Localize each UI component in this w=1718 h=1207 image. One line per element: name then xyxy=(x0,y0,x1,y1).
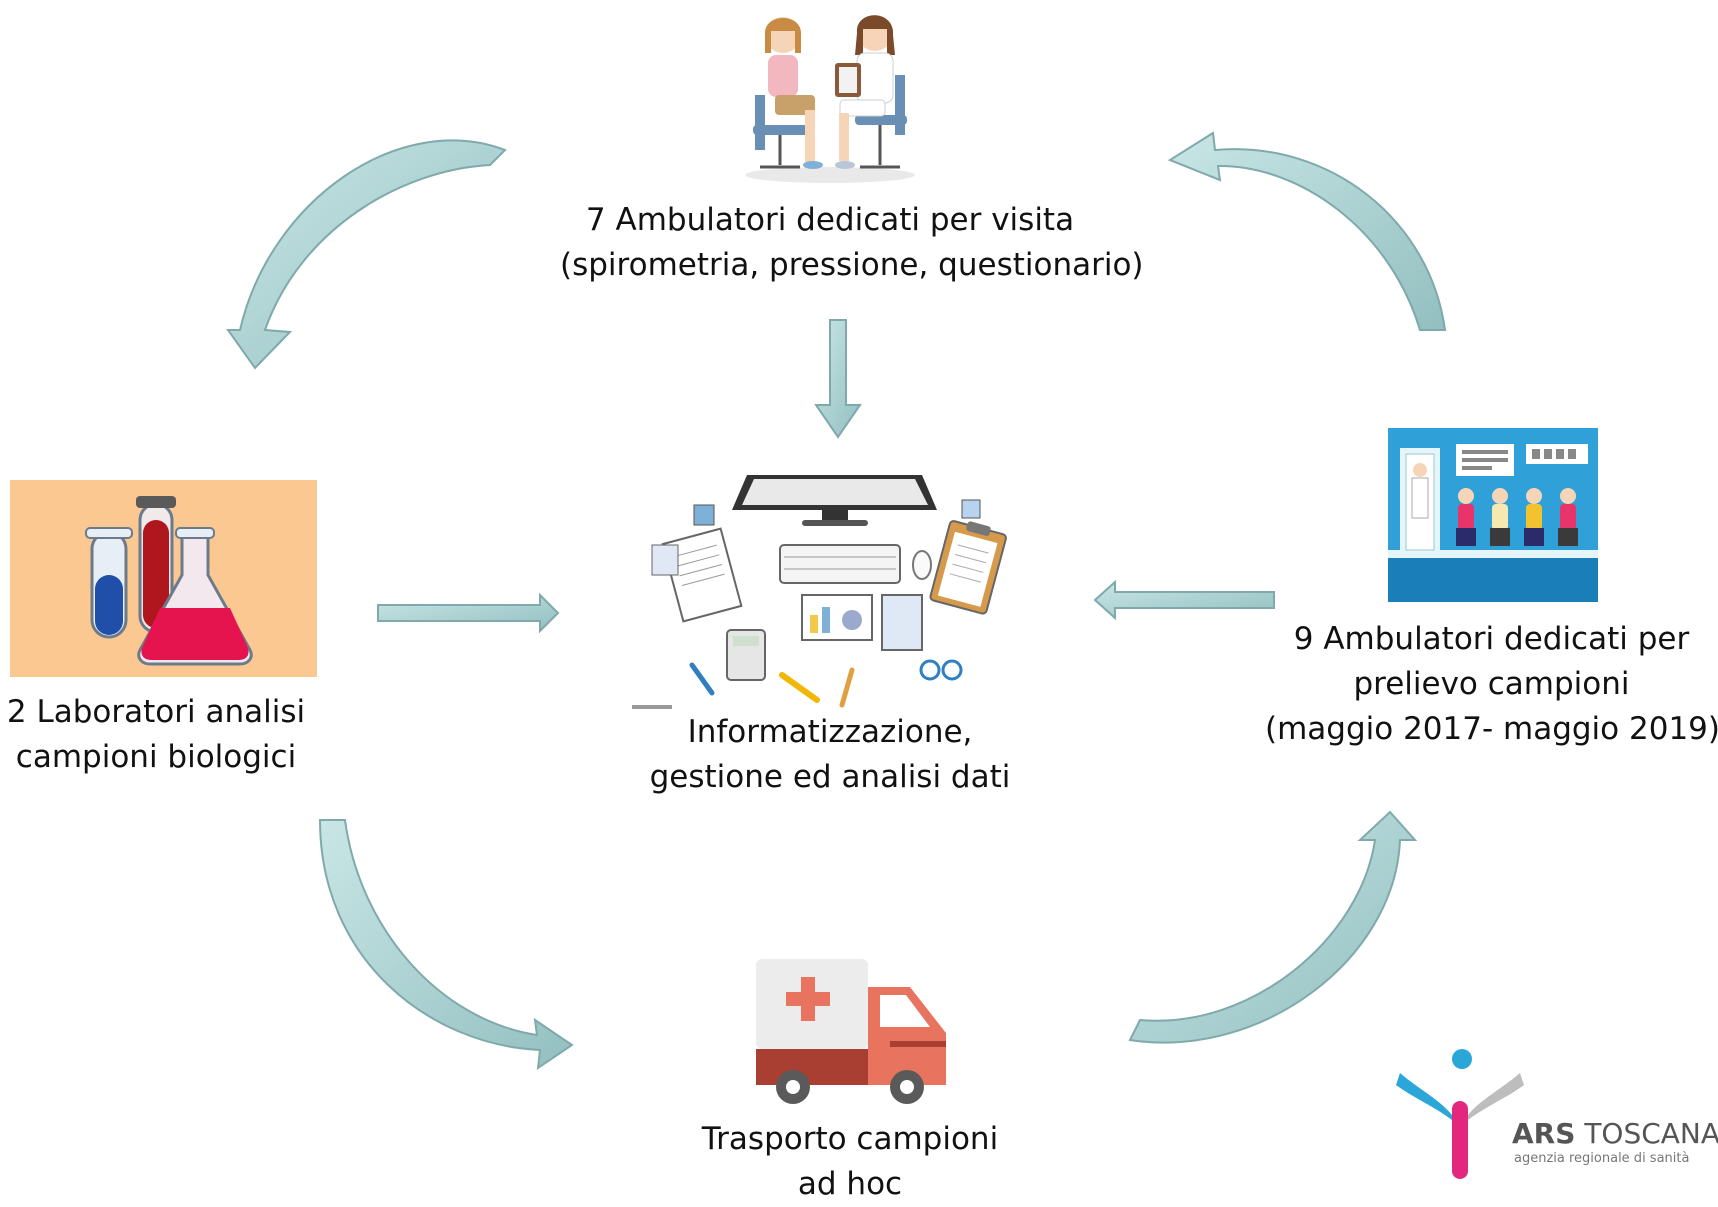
node-dati-label: Informatizzazione, gestione ed analisi d… xyxy=(600,710,1060,800)
computer-desk-data-icon xyxy=(632,475,1007,709)
ars-toscana-logo: ARS TOSCANA agenzia regionale di sanità xyxy=(1390,1045,1718,1185)
node-laboratori-label: 2 Laboratori analisi campioni biologici xyxy=(0,690,312,780)
curved-arrow-bottom-left xyxy=(318,819,574,1071)
node-dati-line-1: Informatizzazione, xyxy=(687,714,973,750)
logo-name-bold: ARS xyxy=(1512,1117,1576,1150)
node-prelievo-label: 9 Ambulatori dedicati per prelievo campi… xyxy=(1265,617,1718,752)
node-trasporto-line-1: Trasporto campioni xyxy=(701,1121,999,1157)
curved-arrow-top-left xyxy=(226,139,507,370)
curved-arrow-bottom-right xyxy=(1128,810,1418,1044)
node-laboratori-line-2: campioni biologici xyxy=(15,739,297,775)
node-trasporto-line-2: ad hoc xyxy=(797,1166,903,1202)
node-visita-label: 7 Ambulatori dedicati per visita (spirom… xyxy=(560,198,1144,288)
node-prelievo-line-3: (maggio 2017- maggio 2019) xyxy=(1265,711,1718,747)
node-dati-line-2: gestione ed analisi dati xyxy=(649,759,1011,795)
waiting-room-patients-icon xyxy=(1388,428,1598,602)
curved-arrow-top-right xyxy=(1167,131,1447,331)
node-prelievo-line-1: 9 Ambulatori dedicati per xyxy=(1293,621,1690,657)
straight-arrow-left xyxy=(1093,579,1275,621)
node-visita-line-2: (spirometria, pressione, questionario) xyxy=(560,247,1144,283)
logo-name-rest: TOSCANA xyxy=(1584,1117,1718,1150)
node-laboratori-line-1: 2 Laboratori analisi xyxy=(6,694,306,730)
node-prelievo-line-2: prelievo campioni xyxy=(1353,666,1630,702)
logo-name: ARS TOSCANA xyxy=(1512,1117,1718,1150)
ars-logo-mark-icon xyxy=(1396,1049,1524,1179)
laboratory-flask-tubes-icon xyxy=(10,480,317,677)
logo-tagline: agenzia regionale di sanità xyxy=(1514,1151,1690,1166)
doctor-patient-consultation-icon xyxy=(745,15,915,183)
medical-transport-truck-icon xyxy=(756,959,946,1104)
node-visita-line-1: 7 Ambulatori dedicati per visita xyxy=(585,202,1075,238)
straight-arrow-right xyxy=(377,592,560,634)
node-trasporto-label: Trasporto campioni ad hoc xyxy=(665,1117,1035,1207)
straight-arrow-down xyxy=(814,319,862,439)
